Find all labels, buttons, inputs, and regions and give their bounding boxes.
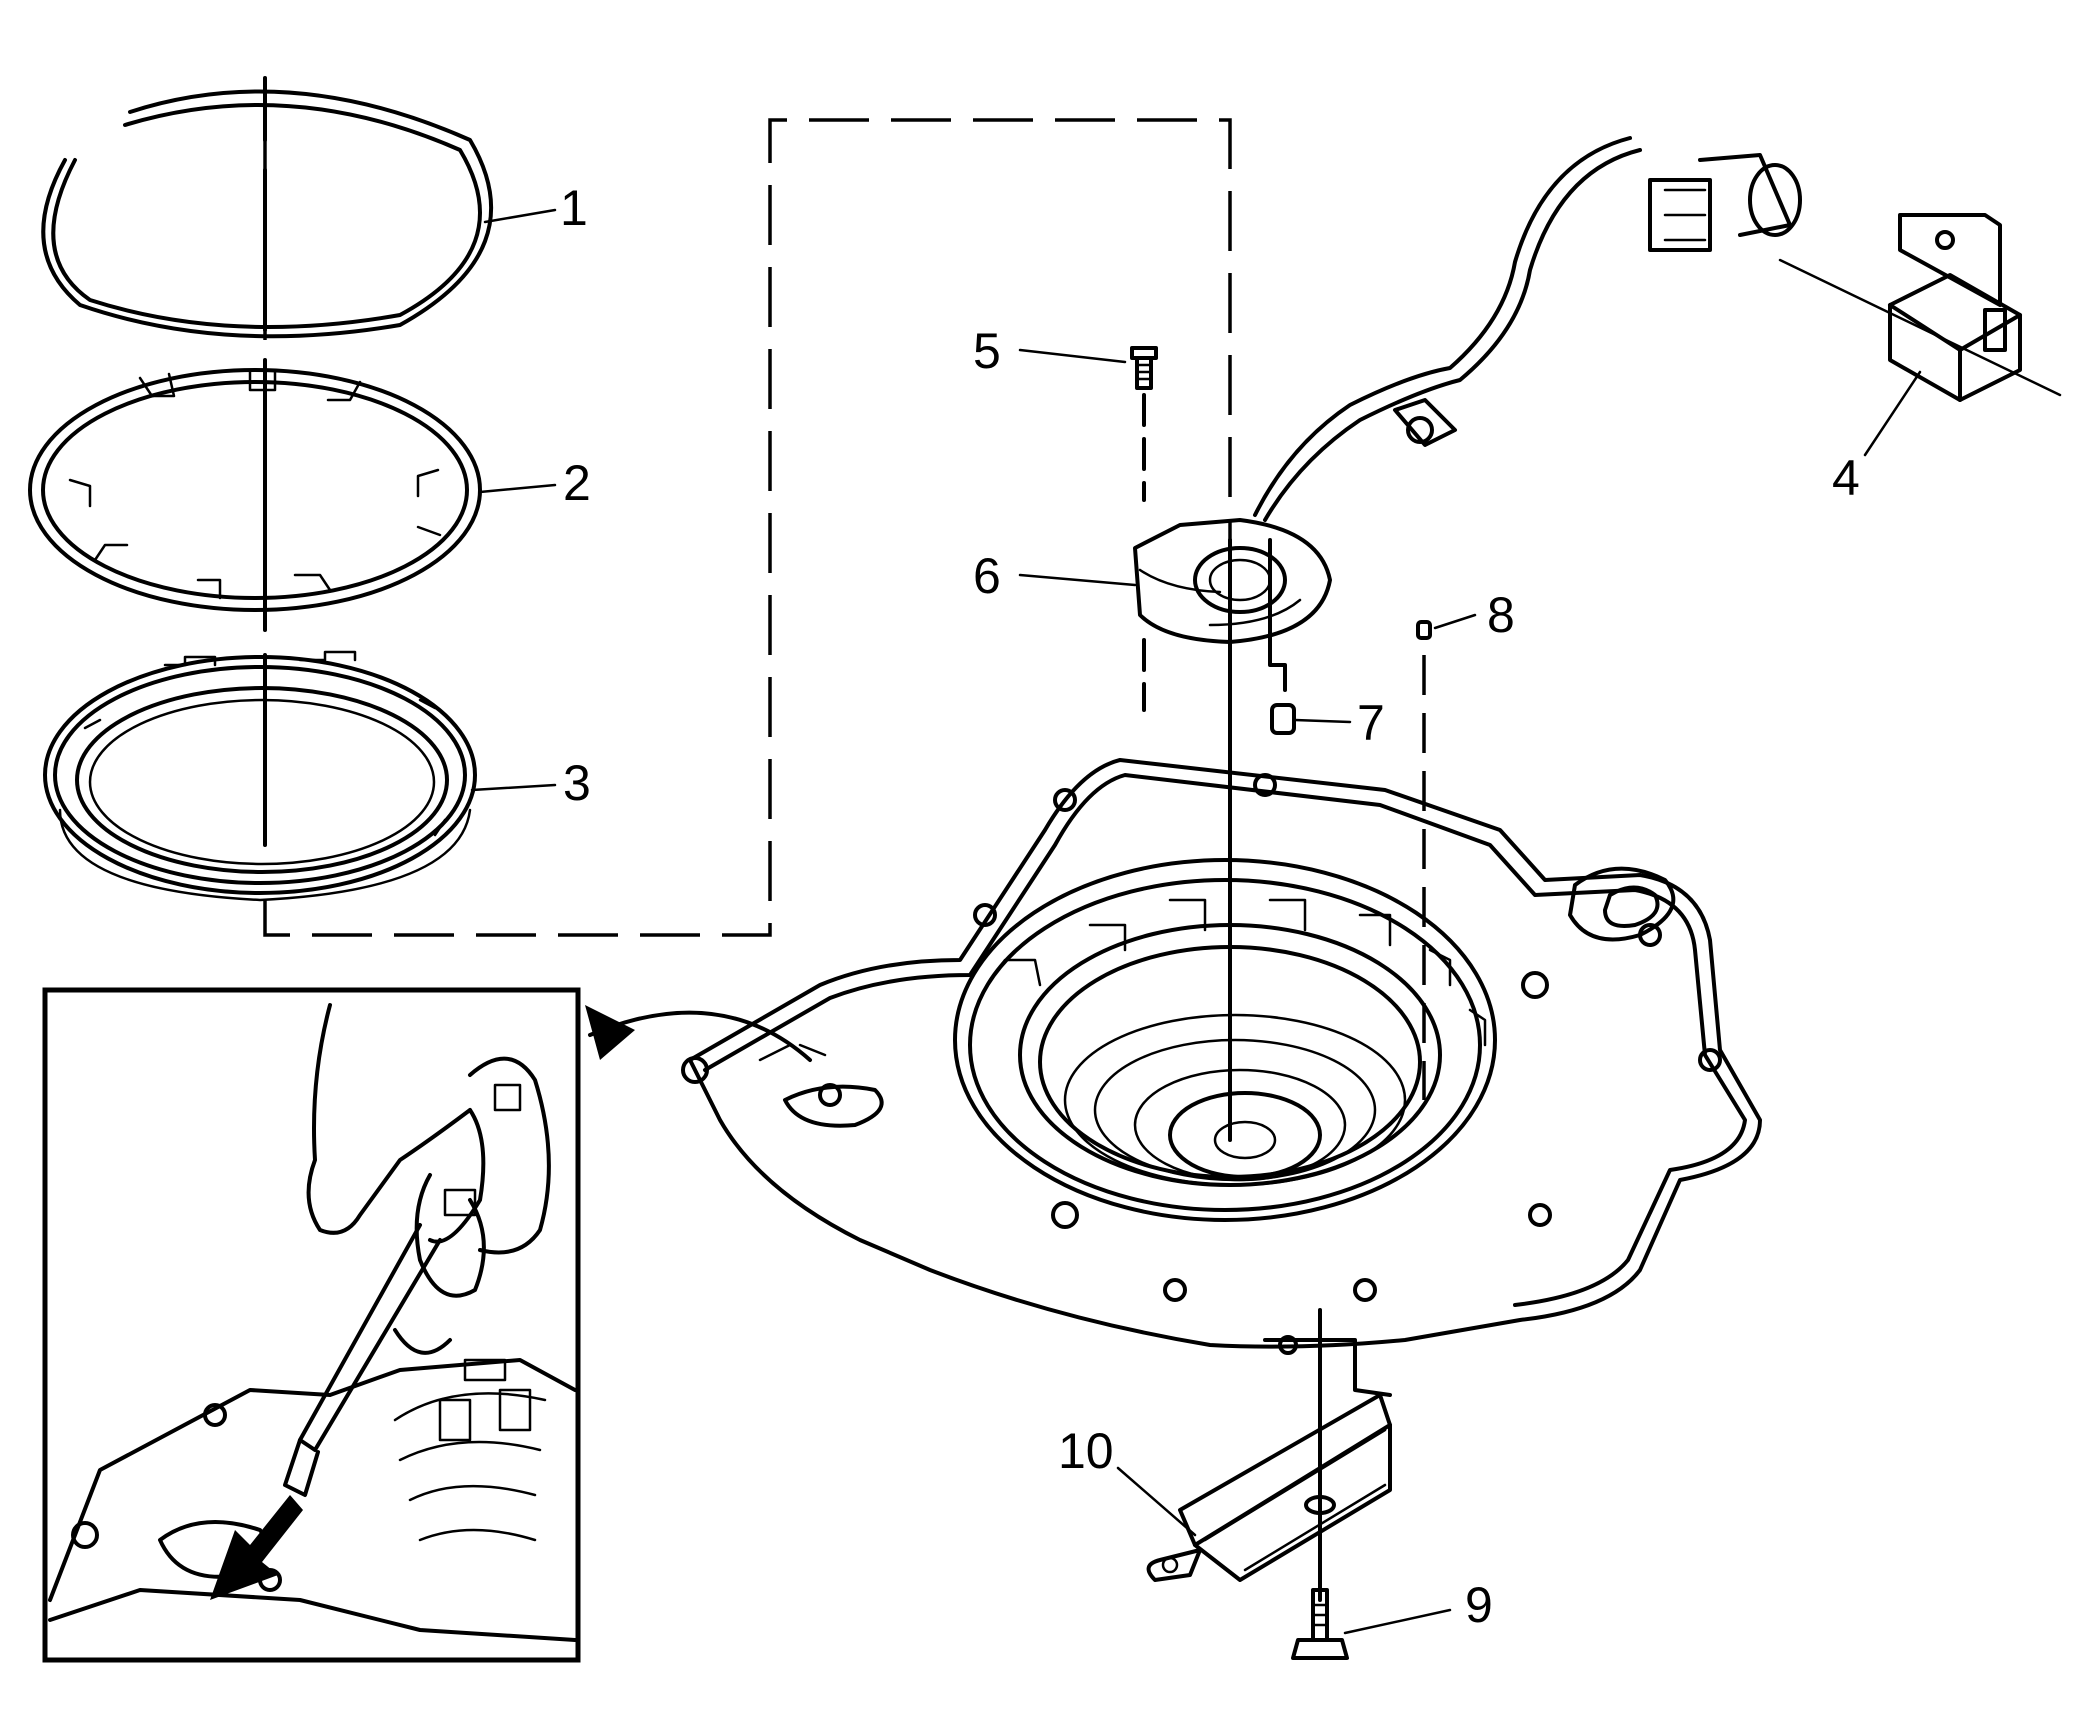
- wiring-harness: [1253, 136, 2062, 522]
- part-4-bracket: [1888, 213, 2022, 402]
- part-8-plug: [1416, 620, 1432, 1100]
- callout-3: 3: [563, 755, 591, 811]
- callout-leaders: [470, 208, 1922, 1635]
- callout-7: 7: [1357, 695, 1385, 751]
- callout-1: 1: [560, 180, 588, 236]
- part-3-spring-assembly: [43, 650, 477, 902]
- part-5-bolt: [1130, 346, 1158, 502]
- callout-6: 6: [973, 548, 1001, 604]
- part-9-bolt: [1291, 1495, 1349, 1660]
- assembly-path-rings: [263, 118, 1232, 937]
- transmission-case: [681, 758, 1762, 1349]
- callout-2: 2: [563, 455, 591, 511]
- detail-view-arrow: [585, 1005, 812, 1062]
- part-1-snap-ring: [41, 89, 494, 339]
- callout-8: 8: [1487, 587, 1515, 643]
- callout-5: 5: [973, 323, 1001, 379]
- part-6-sensor: [1133, 518, 1332, 712]
- callout-9: 9: [1465, 1577, 1493, 1633]
- callout-4: 4: [1832, 450, 1860, 506]
- detail-inset: [42, 987, 581, 1663]
- part-10-bracket: [1146, 1335, 1392, 1582]
- callout-10: 10: [1058, 1423, 1114, 1479]
- part-7-plug: [1268, 538, 1296, 735]
- part-2-retainer: [28, 368, 482, 612]
